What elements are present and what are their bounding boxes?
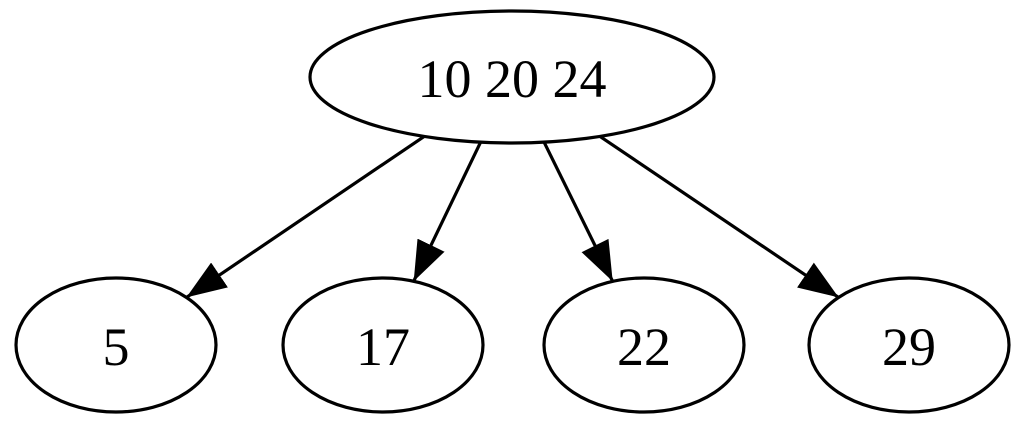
node-n29: 29 xyxy=(807,276,1011,414)
node-ellipse xyxy=(807,276,1011,414)
node-root: 10 20 24 xyxy=(308,9,716,145)
node-ellipse xyxy=(542,276,746,414)
node-ellipse xyxy=(281,276,485,414)
node-ellipse xyxy=(308,9,716,145)
node-label: 22 xyxy=(617,317,671,377)
edge-root-to-n17 xyxy=(412,141,483,282)
node-label: 29 xyxy=(882,317,936,377)
node-n5: 5 xyxy=(14,276,218,414)
edge-root-to-n29 xyxy=(599,135,840,299)
node-label: 17 xyxy=(356,317,410,377)
edge-root-to-n5 xyxy=(185,135,426,299)
node-label: 10 20 24 xyxy=(418,49,607,109)
node-n17: 17 xyxy=(281,276,485,414)
node-label: 5 xyxy=(103,317,130,377)
node-ellipse xyxy=(14,276,218,414)
edge-root-to-n22 xyxy=(542,141,615,283)
node-n22: 22 xyxy=(542,276,746,414)
